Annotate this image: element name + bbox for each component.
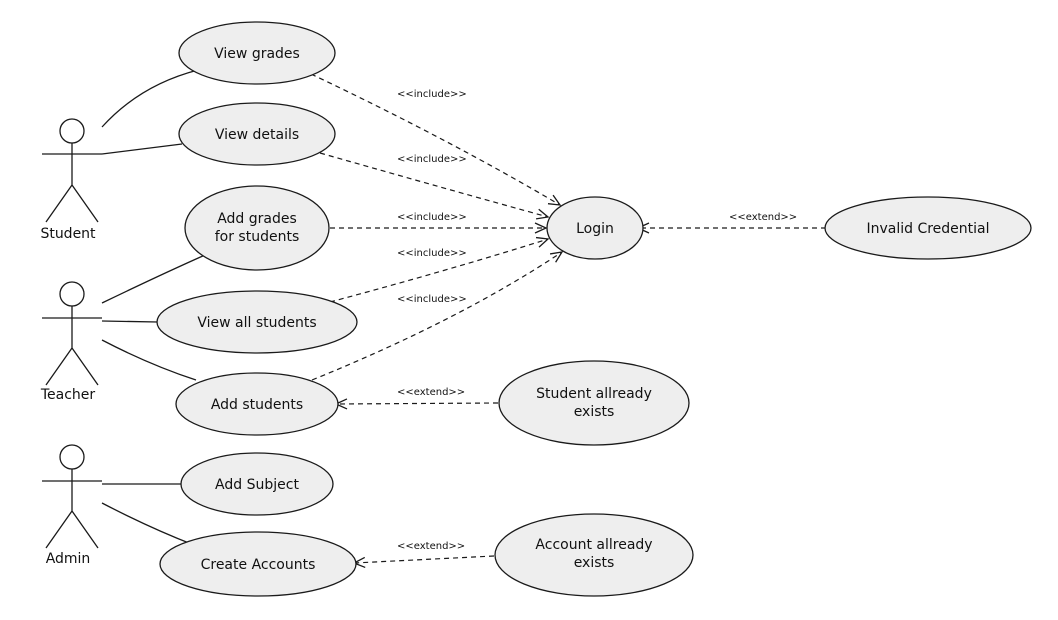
teacher-figure	[42, 306, 102, 386]
usecase-student-already-exists-label-line1: Student allready	[536, 386, 652, 402]
admin-head	[59, 444, 85, 470]
usecase-account-already-exists-label-line2: exists	[574, 555, 615, 571]
extend-label-2: <<extend>>	[397, 387, 465, 398]
usecase-create-accounts-label: Create Accounts	[201, 557, 316, 573]
association-teacher-view-all-students	[101, 320, 159, 323]
usecase-account-already-exists[interactable]: Account allready exists	[494, 513, 694, 597]
include-add-students-login	[311, 251, 564, 381]
usecase-add-grades-label-line2: for students	[215, 229, 300, 245]
usecase-invalid-credential-label: Invalid Credential	[866, 221, 989, 237]
teacher-head	[59, 281, 85, 307]
student-label: Student	[40, 226, 96, 242]
teacher-label: Teacher	[40, 387, 96, 403]
usecase-add-students-label: Add students	[211, 397, 303, 413]
include-label-2: <<include>>	[397, 154, 467, 165]
usecase-add-subject[interactable]: Add Subject	[180, 452, 334, 516]
extend-label-1: <<extend>>	[729, 212, 797, 223]
include-label-5: <<include>>	[397, 294, 467, 305]
usecase-add-subject-label: Add Subject	[215, 477, 299, 493]
extend-label-3: <<extend>>	[397, 541, 465, 552]
include-view-details-login	[319, 152, 550, 220]
usecase-student-already-exists[interactable]: Student allready exists	[498, 360, 690, 446]
usecase-view-grades-label: View grades	[214, 46, 300, 62]
include-label-3: <<include>>	[397, 212, 467, 223]
include-label-4: <<include>>	[397, 248, 467, 259]
usecase-view-all-students-shape	[156, 290, 358, 354]
usecase-add-students-shape	[175, 372, 339, 436]
usecase-add-students[interactable]: Add students	[175, 372, 339, 436]
usecase-add-subject-shape	[180, 452, 334, 516]
usecase-create-accounts[interactable]: Create Accounts	[159, 531, 357, 597]
usecase-add-grades[interactable]: Add grades for students	[184, 185, 330, 271]
admin-figure	[42, 469, 102, 549]
usecase-view-grades[interactable]: View grades	[178, 21, 336, 85]
extend-student-exists-add-students	[334, 398, 499, 410]
usecase-student-already-exists-label-line2: exists	[574, 404, 615, 420]
include-view-all-students-login	[329, 236, 550, 303]
usecase-create-accounts-shape	[159, 531, 357, 597]
usecase-login[interactable]: Login	[546, 196, 644, 260]
usecase-view-details[interactable]: View details	[178, 102, 336, 166]
actor-teacher: Teacher	[40, 281, 102, 403]
usecase-add-grades-shape	[184, 185, 330, 271]
usecase-view-all-students[interactable]: View all students	[156, 290, 358, 354]
student-figure	[42, 143, 102, 223]
actor-student: Student	[40, 118, 102, 242]
usecase-login-label: Login	[576, 221, 614, 237]
usecase-account-already-exists-label-line1: Account allready	[535, 537, 652, 553]
include-label-1: <<include>>	[397, 89, 467, 100]
usecase-account-already-exists-shape	[494, 513, 694, 597]
admin-label: Admin	[46, 551, 91, 567]
extend-account-exists-create-accounts	[352, 555, 495, 569]
association-admin-create-accounts	[101, 502, 195, 546]
usecase-view-details-shape	[178, 102, 336, 166]
association-student-view-grades	[101, 69, 199, 128]
usecase-view-all-students-label: View all students	[197, 315, 316, 331]
student-head	[59, 118, 85, 144]
association-student-view-details	[101, 143, 183, 155]
association-teacher-add-grades	[101, 254, 206, 304]
association-teacher-add-students	[101, 339, 197, 381]
usecase-add-grades-label-line1: Add grades	[217, 211, 297, 227]
include-view-grades-login	[310, 73, 562, 206]
usecase-invalid-credential-shape	[824, 196, 1032, 260]
actor-admin: Admin	[42, 444, 102, 567]
usecase-student-already-exists-shape	[498, 360, 690, 446]
usecase-view-details-label: View details	[215, 127, 299, 143]
usecase-view-grades-shape	[178, 21, 336, 85]
usecase-login-shape	[546, 196, 644, 260]
usecase-invalid-credential[interactable]: Invalid Credential	[824, 196, 1032, 260]
